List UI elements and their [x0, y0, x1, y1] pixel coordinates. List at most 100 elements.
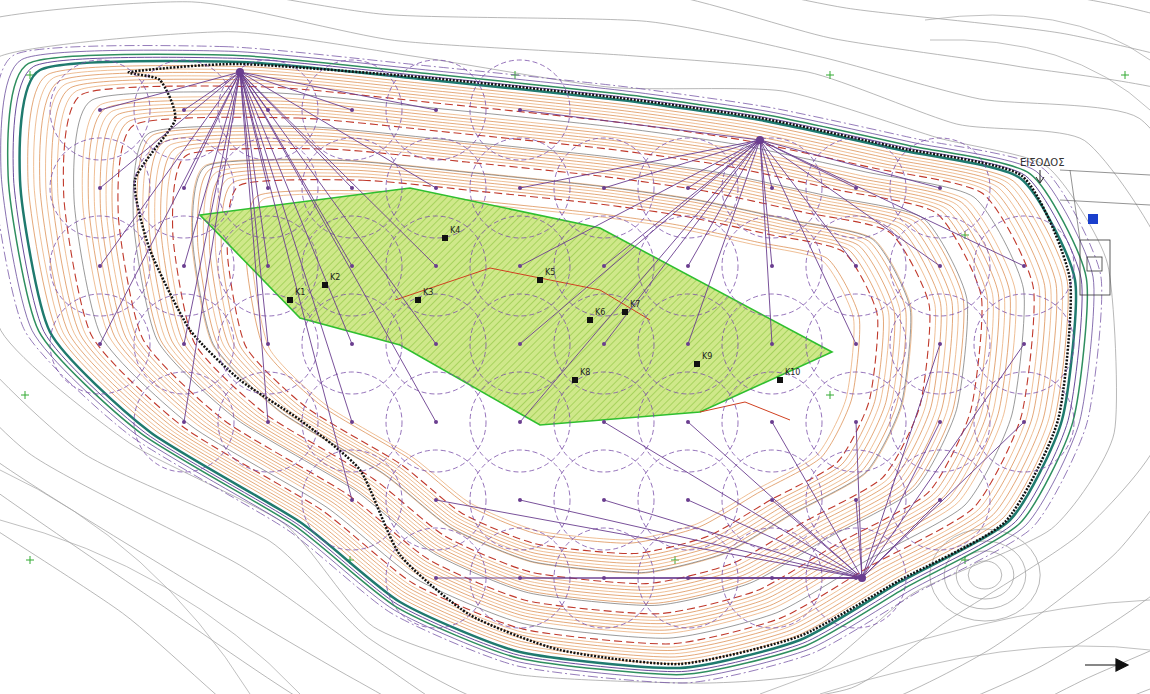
influence-radius	[134, 372, 234, 472]
gas-well	[854, 420, 858, 424]
gas-pipe	[520, 500, 862, 578]
gas-well	[98, 108, 102, 112]
gas-pipe	[240, 72, 436, 110]
bench-line	[193, 160, 911, 573]
gas-well	[770, 576, 774, 580]
slope-contour	[51, 79, 1045, 650]
gas-pipe	[100, 72, 240, 188]
gas-pipe	[688, 578, 862, 579]
influence-radius	[974, 372, 1074, 472]
gas-pipe	[772, 500, 862, 578]
gas-well	[182, 420, 186, 424]
gas-pipe	[772, 578, 862, 579]
bench-line	[74, 92, 1025, 638]
gas-well	[182, 264, 186, 268]
influence-radius	[890, 294, 990, 394]
gas-well	[434, 342, 438, 346]
gas-well	[266, 420, 270, 424]
gas-pipe	[240, 72, 352, 188]
gas-pipe	[688, 140, 760, 188]
slope-contours	[28, 66, 1069, 664]
existing-boundary	[129, 64, 1071, 664]
influence-radius	[386, 138, 486, 238]
influence-radius	[554, 138, 654, 238]
gas-pipe	[436, 500, 862, 578]
gas-pipe	[760, 140, 1024, 266]
influence-radius	[386, 60, 486, 160]
influence-radius	[806, 294, 906, 394]
influence-radius	[470, 60, 570, 160]
gas-pipe	[604, 578, 862, 579]
hill-contour	[968, 561, 1002, 589]
gas-pipe	[520, 140, 760, 344]
gas-well	[266, 186, 270, 190]
gas-well	[518, 420, 522, 424]
gas-pipe	[240, 72, 352, 344]
gas-well	[518, 342, 522, 346]
monitoring-point	[622, 309, 628, 315]
gas-well	[602, 264, 606, 268]
gas-pipe	[240, 72, 436, 344]
channel-line	[8, 54, 1088, 674]
influence-radius	[554, 372, 654, 472]
slope-contour	[94, 104, 1005, 627]
gas-pipe	[184, 72, 240, 110]
hill-contour	[930, 529, 1040, 621]
point-label: Κ1	[295, 289, 305, 297]
gas-pipe	[184, 72, 240, 422]
slope-contour	[34, 69, 1063, 660]
entrance-label: ΕΙΣΟΔΟΣ	[1020, 158, 1065, 168]
gas-pipe	[184, 72, 240, 266]
gas-well	[602, 342, 606, 346]
monitoring-point	[442, 235, 448, 241]
monitoring-point	[572, 377, 578, 383]
influence-radius	[974, 294, 1074, 394]
influence-radius	[134, 294, 234, 394]
gas-well	[938, 264, 942, 268]
influence-radius	[302, 216, 402, 316]
influence-radius	[470, 450, 570, 550]
gas-well	[434, 108, 438, 112]
influence-radius	[806, 216, 906, 316]
slope-contour	[155, 138, 947, 593]
slope-contour	[88, 100, 1010, 630]
gas-well	[350, 420, 354, 424]
slope-contour	[112, 114, 988, 617]
gas-well	[686, 264, 690, 268]
terrain-contour	[0, 520, 300, 694]
influence-radius	[134, 138, 234, 238]
influence-radius	[50, 138, 150, 238]
slope-contour	[143, 131, 959, 600]
influence-radius	[722, 372, 822, 472]
influence-radius	[218, 294, 318, 394]
gas-pipe	[240, 72, 436, 422]
gas-wells	[50, 60, 1074, 628]
gas-pipe	[862, 500, 940, 578]
influence-radius	[638, 372, 738, 472]
gas-pipe	[862, 344, 940, 578]
gas-well	[686, 186, 690, 190]
point-label: Κ3	[423, 289, 433, 297]
grid-cross	[1121, 71, 1129, 79]
gas-pipe	[100, 72, 240, 344]
influence-radius	[134, 216, 234, 316]
gas-well	[686, 576, 690, 580]
gas-well	[938, 186, 942, 190]
point-label: Κ8	[580, 369, 590, 377]
gas-well	[602, 420, 606, 424]
point-label: Κ2	[330, 274, 340, 282]
gas-pipe	[520, 140, 760, 266]
slope-contour	[118, 117, 982, 614]
gas-well	[770, 498, 774, 502]
gas-pipe	[100, 72, 240, 110]
terrain-contour	[925, 15, 1150, 60]
gas-well	[434, 186, 438, 190]
collector-station	[858, 574, 866, 582]
influence-radius	[722, 294, 822, 394]
